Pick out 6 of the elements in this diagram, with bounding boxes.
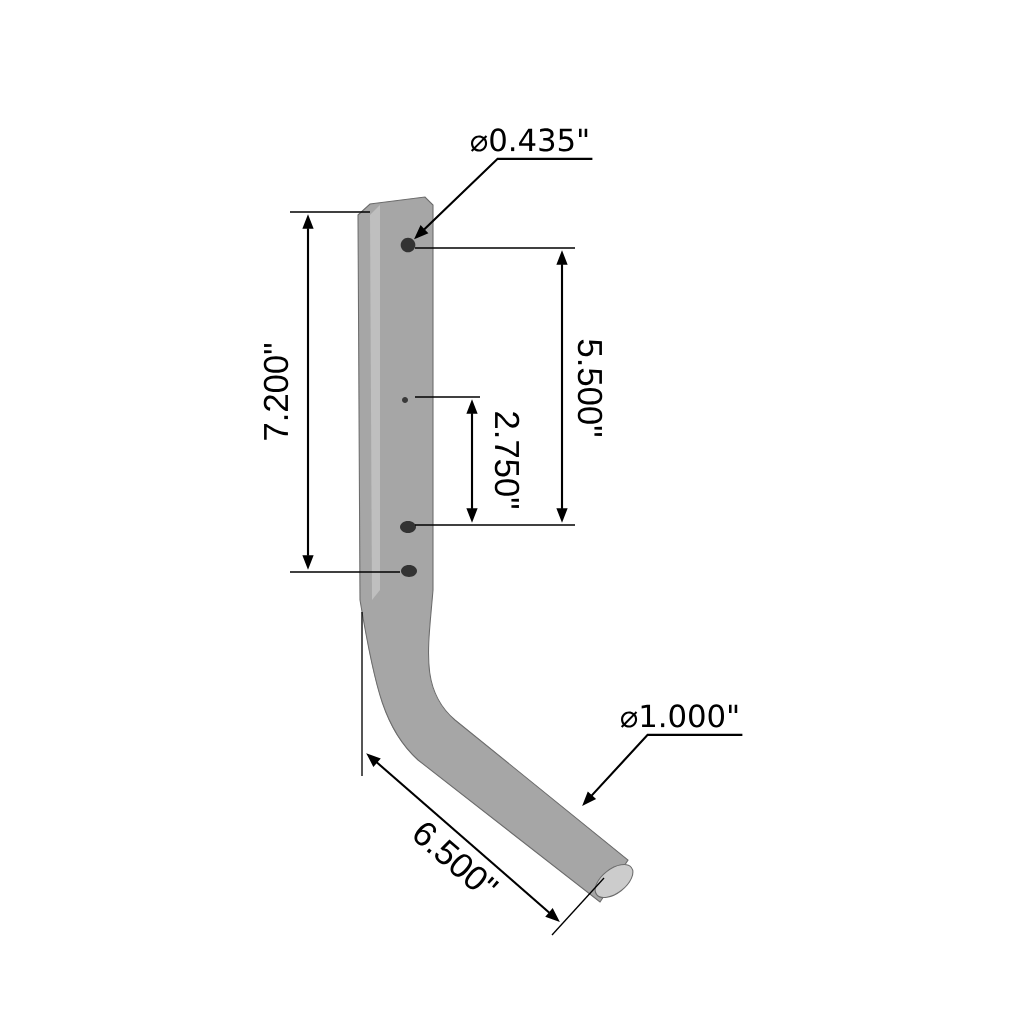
dimension-label: 5.500" (577, 339, 603, 437)
dimension-label: ⌀1.000" (620, 704, 738, 728)
hole (400, 237, 416, 253)
dimension-label: 2.750" (494, 412, 520, 509)
dimension-label: ⌀0.435" (470, 128, 588, 152)
dimension-label: 7.200" (263, 343, 289, 440)
